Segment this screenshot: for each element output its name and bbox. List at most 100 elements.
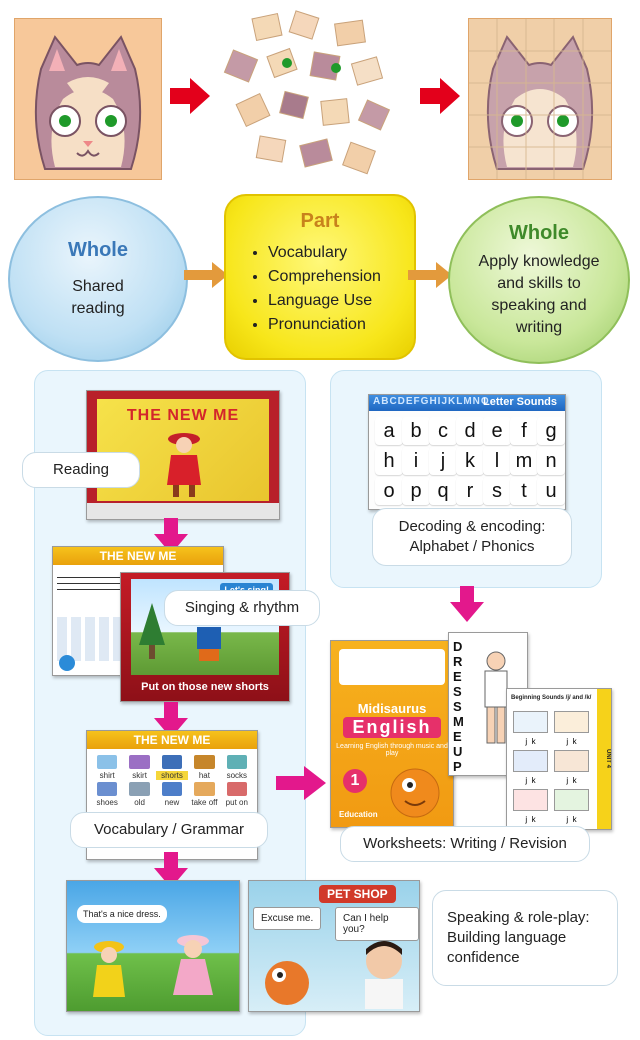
clothing-icon [97,755,118,769]
skill-vocabulary: Vocabulary [268,241,414,265]
letter-key[interactable]: o [375,477,403,505]
choice-pair: j k [525,776,536,785]
apply-knowledge-text: Apply knowledge and skills to speaking a… [478,252,600,336]
skill-language-use: Language Use [268,289,414,313]
letter-key[interactable]: l [483,447,511,475]
worksheet-title: Beginning Sounds /j/ and /k/ [511,695,592,701]
letter-key[interactable]: s [483,477,511,505]
letter-key[interactable]: k [456,447,484,475]
vocabulary-grammar-label: Vocabulary / Grammar [70,812,268,848]
paper-doll-icon [484,651,508,744]
skill-comprehension: Comprehension [268,265,414,289]
letter-key[interactable]: b [402,417,430,445]
speaking-screenshot: That's a nice dress. [66,880,240,1012]
girl-dress-icon [173,935,213,995]
whole-cat-image [14,18,162,180]
part-skills-list: Vocabulary Comprehension Language Use Pr… [226,241,414,337]
letter-key[interactable]: e [483,417,511,445]
workbook-cover: Midisaurus English Learning English thro… [330,640,454,828]
whole-puzzle-cat-image [468,18,612,180]
vocab-word: take off [191,798,218,807]
vocab-word: shorts [155,771,189,780]
picture-cell [554,750,589,772]
singing-video-screenshot: Let's sing! Put on those new shorts [120,572,290,702]
picture-cell [513,711,548,733]
clothing-icon [226,782,247,796]
pink-arrow-right-icon [276,766,326,800]
dress-me-up-title: DRESS ME UP [453,639,464,774]
tree-icon [139,603,165,659]
letter-key[interactable]: a [375,417,403,445]
picture-cell [554,789,589,811]
can-i-help-bubble: Can I help you? [335,907,419,941]
vocab-word: socks [226,771,248,780]
decoding-encoding-label: Decoding & encoding: Alphabet / Phonics [372,508,572,566]
letter-key[interactable]: n [537,447,565,475]
vocab-header: THE NEW ME [133,733,211,747]
vocab-word: hat [198,771,210,780]
letter-key[interactable]: g [537,417,565,445]
whole-title: Whole [68,238,128,261]
clothing-icon [226,755,247,769]
whole-apply-circle: Whole Apply knowledge and skills to spea… [448,196,630,364]
pink-arrow-down-icon [154,702,188,738]
puzzle-pieces-image [214,10,404,186]
choice-pair: j k [525,815,536,824]
part-box: Part Vocabulary Comprehension Language U… [224,194,416,360]
clothing-icon [194,755,215,769]
letter-key[interactable]: f [510,417,538,445]
pink-arrow-down-icon [450,586,484,622]
letter-sounds-title: Letter Sounds [483,396,557,408]
clothing-icon [194,782,215,796]
letter-key[interactable]: p [402,477,430,505]
cat-face-icon [34,35,142,170]
choice-pair: j k [525,737,536,746]
clothing-icon [129,755,150,769]
speaking-roleplay-label: Speaking & role-play: Building language … [432,890,618,986]
picture-cell [513,750,548,772]
part-title: Part [300,210,340,232]
clothing-icon [97,782,118,796]
letter-key[interactable]: q [429,477,457,505]
singing-rhythm-label: Singing & rhythm [164,590,320,626]
vocab-word: skirt [132,771,147,780]
orange-arrow-icon [408,262,452,288]
child-photo-icon [365,941,403,1009]
orange-arrow-icon [184,262,228,288]
excuse-me-bubble: Excuse me. [253,907,322,930]
letter-key[interactable]: m [510,447,538,475]
book-brand: Midisaurus [357,701,427,716]
book-title: English [343,717,441,738]
pet-shop-screenshot: PET SHOP Excuse me. Can I help you? [248,880,420,1012]
reading-label: Reading [22,452,140,488]
letter-sounds-screenshot: ABCDEFGHIJKLMNO Letter Sounds a b c d e … [368,394,566,510]
girl-character-icon [167,433,201,497]
letter-key[interactable]: j [429,447,457,475]
letter-key[interactable]: h [375,447,403,475]
book-title: THE NEW ME [126,407,240,424]
beginning-sounds-worksheet: Beginning Sounds /j/ and /k/ UNIT 4 j k … [506,688,612,830]
clothing-icon [161,755,183,769]
play-button-icon [59,655,75,671]
letter-key[interactable]: r [456,477,484,505]
choice-pair: j k [566,737,577,746]
letter-key[interactable]: d [456,417,484,445]
pink-arrow-down-icon [154,852,188,888]
dinosaur-mascot-icon [390,768,440,818]
book-publisher: Education [339,810,378,819]
choice-pair: j k [566,815,577,824]
speech-bubble: That's a nice dress. [77,905,167,923]
unit-tab: UNIT 4 [597,689,611,829]
letter-key[interactable]: c [429,417,457,445]
pet-shop-sign: PET SHOP [319,885,396,903]
letter-key[interactable]: t [510,477,538,505]
letter-key[interactable]: u [537,477,565,505]
worksheets-label: Worksheets: Writing / Revision [340,826,590,862]
choice-pair: j k [566,776,577,785]
singing-header: THE NEW ME [99,549,177,563]
vocab-word: shoes [96,798,118,807]
singing-caption: Put on those new shorts [141,681,269,693]
letter-key[interactable]: i [402,447,430,475]
vocab-word: shirt [99,771,115,780]
picture-cell [513,789,548,811]
